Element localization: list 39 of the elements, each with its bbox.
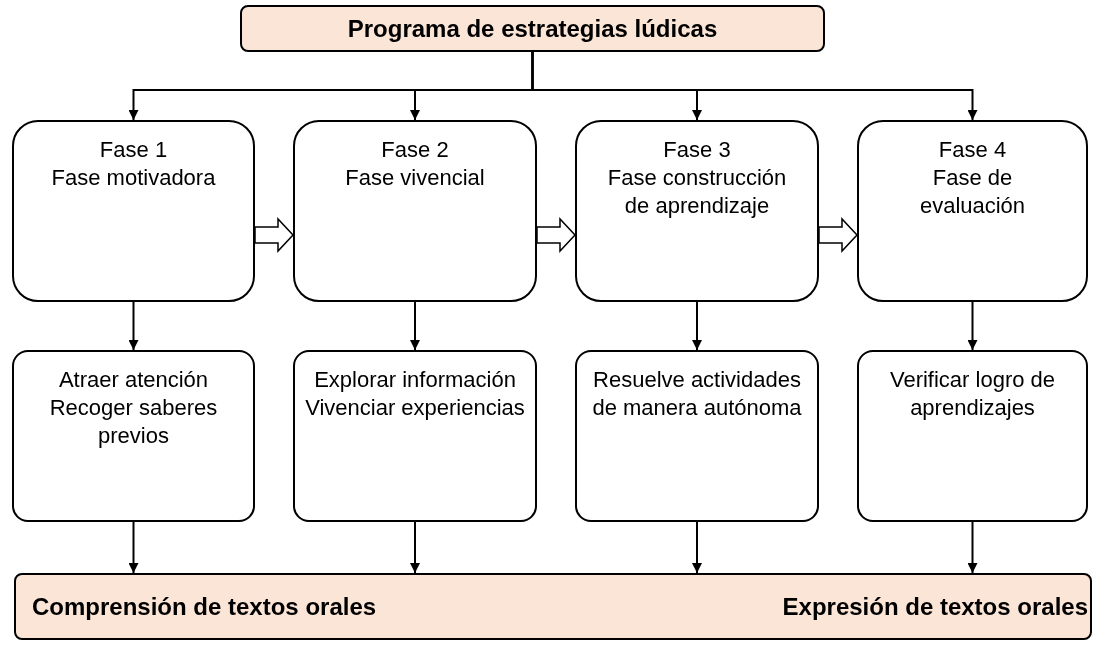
arrow (128, 301, 139, 351)
arrow (410, 521, 420, 574)
arrow (410, 301, 420, 351)
arrow (692, 521, 702, 574)
outcome-band (14, 573, 1092, 640)
activity-text: Atraer atención (57, 366, 210, 394)
phase-box (857, 120, 1088, 302)
block-arrow (254, 217, 295, 253)
activity-box (293, 350, 537, 522)
phase-number: Fase 1 (98, 136, 169, 164)
arrow (692, 301, 702, 351)
arrow (967, 521, 978, 574)
block-arrow (536, 217, 577, 253)
phase-number: Fase 2 (380, 136, 450, 164)
phase-name: Fase construcción de aprendizaje (606, 164, 788, 220)
block-arrow (818, 217, 859, 253)
activity-box (857, 350, 1088, 522)
phase-box (12, 120, 255, 302)
phase-name: Fase de evaluación (918, 164, 1027, 220)
activity-box (12, 350, 255, 522)
arrow (531, 51, 978, 121)
arrow (128, 521, 139, 574)
activity-text: Vivenciar experiencias (304, 394, 526, 422)
outcome-text: Expresión de textos orales (781, 592, 1089, 621)
phase-box (293, 120, 537, 302)
phase-name: Fase vivencial (344, 164, 486, 192)
activity-box (575, 350, 819, 522)
activity-text: Explorar información (313, 366, 517, 394)
phase-box (575, 120, 819, 302)
activity-text: Verificar logro de aprendizajes (888, 366, 1057, 422)
phase-name: Fase motivadora (50, 164, 217, 192)
program-title: Programa de estrategias lúdicas (346, 14, 719, 43)
outcome-text: Comprensión de textos orales (31, 592, 378, 621)
phase-number: Fase 3 (662, 136, 732, 164)
arrow (967, 301, 978, 351)
program-box (240, 5, 825, 52)
phase-number: Fase 4 (937, 136, 1008, 164)
activity-text: Resuelve actividades de manera autónoma (591, 366, 803, 422)
activity-text: Recoger saberes previos (48, 394, 219, 450)
